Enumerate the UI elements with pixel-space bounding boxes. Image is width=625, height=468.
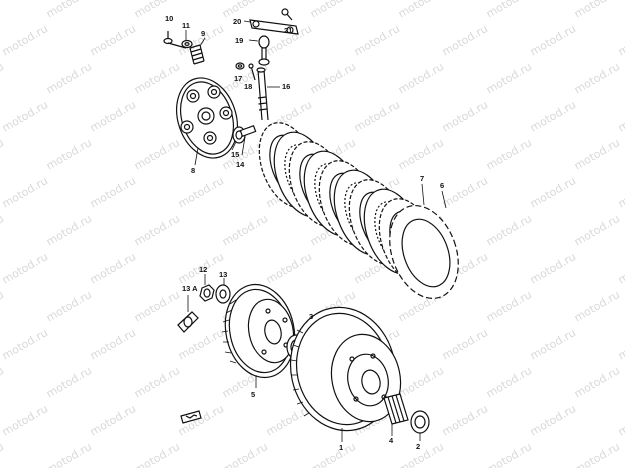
callout-17: 17 <box>234 74 242 83</box>
callout-12: 12 <box>199 265 207 274</box>
callout-15: 15 <box>231 150 239 159</box>
part-8-pressure-plate <box>176 77 238 166</box>
part-1-primary-driven-gear <box>289 306 402 442</box>
callout-14: 14 <box>236 160 245 169</box>
leader-line-6 <box>441 190 447 209</box>
part-18-pin <box>248 63 256 81</box>
callout-13a: 13 A <box>182 284 198 293</box>
part-14-push-piece <box>239 125 257 156</box>
callout-4: 4 <box>389 436 394 445</box>
part-13-lock-washer <box>215 278 231 304</box>
callout-13: 13 <box>219 270 227 279</box>
callout-19: 19 <box>235 36 243 45</box>
part-6-drive-plate-front <box>389 204 459 300</box>
callout-18: 18 <box>244 82 252 91</box>
callout-11: 11 <box>182 21 190 30</box>
callout-3: 3 <box>309 312 313 321</box>
callout-9: 9 <box>201 29 205 38</box>
part-11-washer <box>181 30 193 49</box>
callout-labels: 10 11 9 20 21 19 17 18 16 15 14 8 7 6 12… <box>165 14 444 452</box>
callout-8: 8 <box>191 166 195 175</box>
callout-20: 20 <box>233 17 241 26</box>
front-arrow-icon <box>180 410 202 424</box>
part-16-push-rod <box>256 67 280 121</box>
part-5-sleeve-hub <box>221 283 296 388</box>
part-6-7-clutch-plates <box>258 122 459 300</box>
part-13a-washer <box>177 295 199 333</box>
part-2-spacer <box>410 410 430 441</box>
callout-6: 6 <box>440 181 444 190</box>
part-20-release-arm <box>243 19 299 35</box>
callout-1: 1 <box>339 443 343 452</box>
callout-21: 21 <box>284 26 292 35</box>
part-9-spring <box>189 37 206 65</box>
part-7-driven-plate-front <box>401 218 451 288</box>
callout-16: 16 <box>282 82 290 91</box>
callout-7: 7 <box>420 174 424 183</box>
part-12-nut <box>199 274 215 302</box>
part-21-screw <box>281 8 293 21</box>
part-19-release-piece <box>248 35 270 66</box>
callout-2: 2 <box>416 442 420 451</box>
callout-5: 5 <box>251 390 255 399</box>
part-10-bolt <box>163 31 187 49</box>
part-17-oil-seal <box>235 62 245 70</box>
part-4-needle-bearing <box>383 393 409 436</box>
leader-line-7 <box>421 183 425 206</box>
callout-10: 10 <box>165 14 173 23</box>
